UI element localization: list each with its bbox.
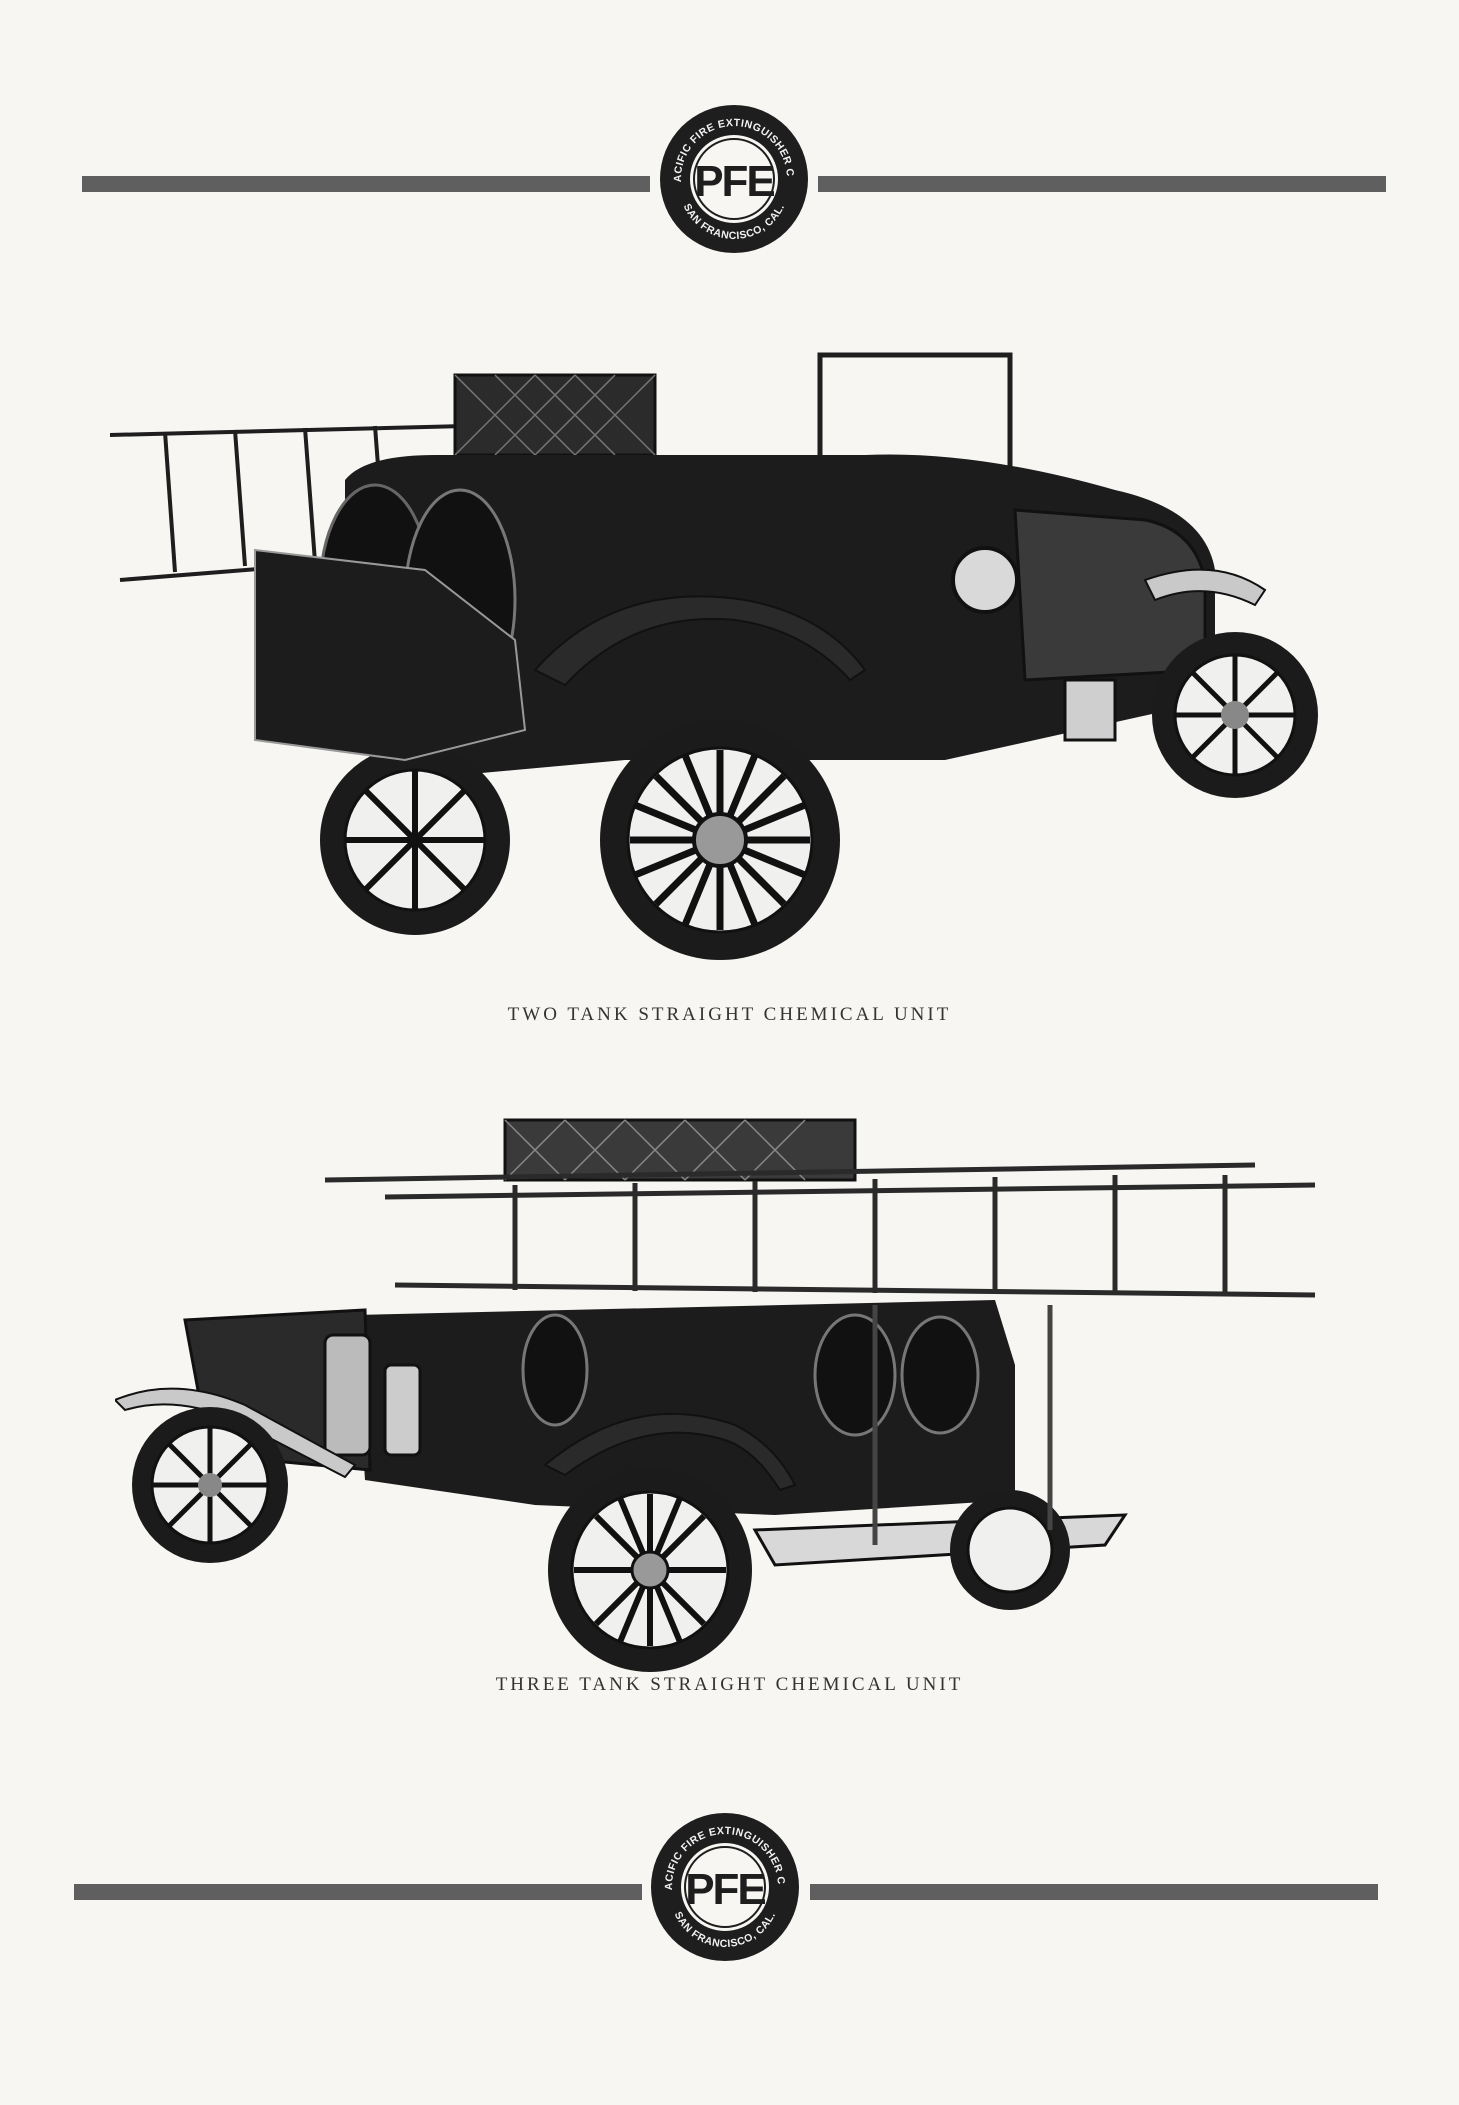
header-rule-right	[818, 176, 1386, 192]
footer-rule-left	[74, 1884, 642, 1900]
header-emblem-monogram: PFE	[694, 157, 774, 206]
header-pfe-emblem-icon: PACIFIC FIRE EXTINGUISHER CO. SAN FRANCI…	[659, 104, 809, 254]
two-tank-truck-photo-icon	[105, 340, 1335, 1005]
three-tank-truck-photo-icon	[115, 1105, 1330, 1675]
footer-pfe-emblem-icon: PACIFIC FIRE EXTINGUISHER CO. SAN FRANCI…	[650, 1812, 800, 1962]
header-rule-left	[82, 176, 650, 192]
footer-rule-right	[810, 1884, 1378, 1900]
figure-caption-two-tank: TWO TANK STRAIGHT CHEMICAL UNIT	[507, 1004, 952, 1025]
footer-emblem-monogram: PFE	[685, 1865, 765, 1914]
figure-caption-three-tank: THREE TANK STRAIGHT CHEMICAL UNIT	[495, 1674, 964, 1695]
